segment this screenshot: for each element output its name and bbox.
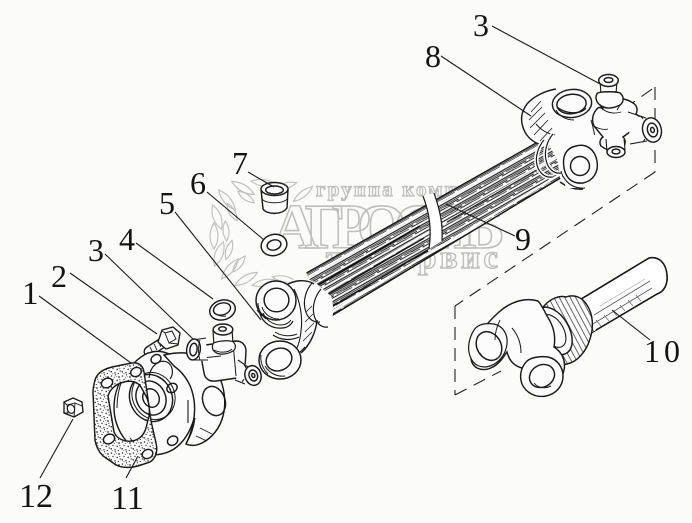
svg-text:1: 1 [22, 276, 39, 312]
svg-text:4: 4 [119, 221, 135, 257]
svg-text:8: 8 [425, 38, 441, 74]
svg-text:3: 3 [88, 232, 104, 268]
svg-text:2: 2 [51, 258, 67, 294]
svg-text:12: 12 [19, 478, 53, 515]
svg-text:5: 5 [159, 185, 175, 221]
svg-text:7: 7 [232, 145, 248, 181]
svg-text:6: 6 [190, 165, 206, 201]
svg-text:3: 3 [473, 7, 489, 43]
svg-text:9: 9 [515, 221, 531, 257]
svg-text:11: 11 [111, 480, 144, 517]
